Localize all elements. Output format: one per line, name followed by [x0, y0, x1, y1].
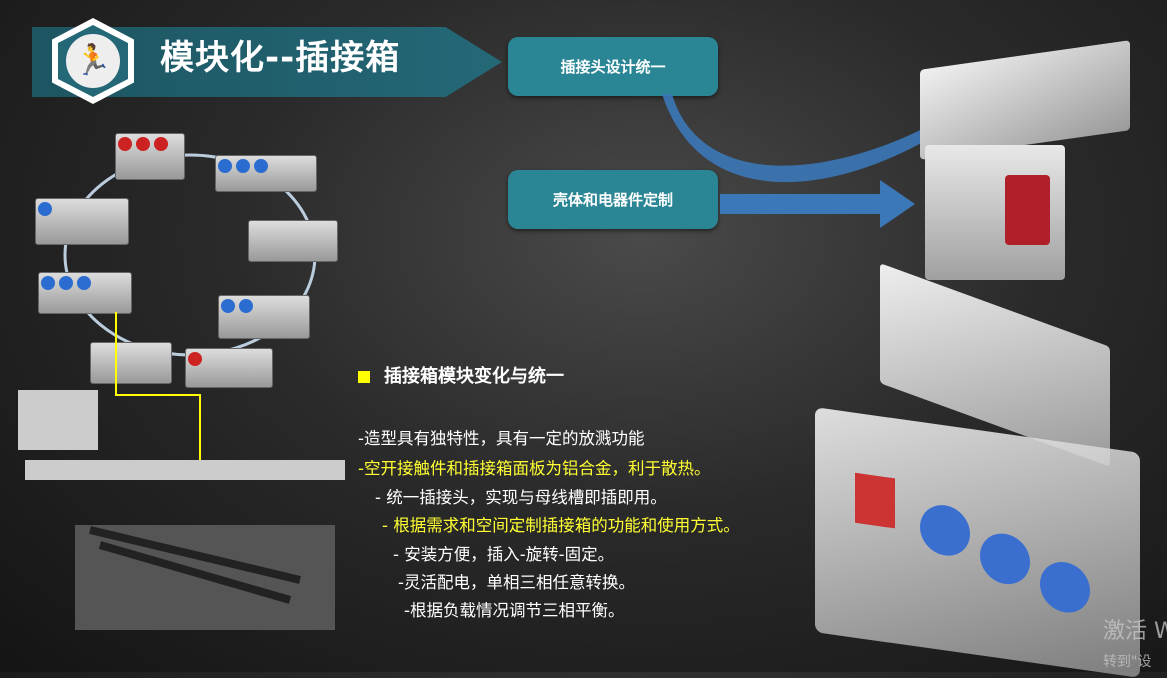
module — [218, 295, 310, 339]
page-title: 模块化--插接箱 — [160, 38, 401, 78]
arrows — [662, 94, 970, 228]
open-box-render — [815, 407, 1140, 678]
plug-box-render — [925, 145, 1065, 280]
straight-arrow — [720, 180, 915, 228]
section-title: 插接箱模块变化与统一 — [384, 366, 564, 387]
module — [35, 198, 129, 245]
activation-watermark-sub: 转到"设 — [1103, 654, 1152, 670]
feature-line: -灵活配电，单相三相任意转换。 — [398, 573, 635, 592]
module — [248, 220, 338, 262]
bullet-square-icon — [358, 370, 370, 383]
module — [115, 133, 185, 180]
module — [215, 155, 317, 192]
feature-line: -造型具有独特性，具有一定的放溅功能 — [358, 429, 645, 448]
module — [90, 342, 172, 384]
module — [38, 272, 132, 314]
feature-line: - 安装方便，插入-旋转-固定。 — [393, 545, 615, 564]
installation-render — [18, 312, 345, 630]
module — [185, 348, 273, 388]
running-man-icon: 🏃 — [66, 34, 120, 88]
curved-arrow — [662, 94, 970, 183]
feature-line-highlight: - 根据需求和空间定制插接箱的功能和使用方式。 — [382, 516, 740, 535]
feature-line: - 统一插接头，实现与母线槽即插即用。 — [375, 488, 667, 507]
callout-connector: 插接头设计统一 — [508, 37, 718, 96]
busbar-render — [920, 40, 1130, 160]
feature-line: -根据负载情况调节三相平衡。 — [404, 601, 625, 620]
feature-line-highlight: -空开接触件和插接箱面板为铝合金，利于散热。 — [358, 459, 711, 478]
callout-housing: 壳体和电器件定制 — [508, 170, 718, 229]
activation-watermark: 激活 W — [1103, 619, 1167, 644]
section-heading: 插接箱模块变化与统一 — [358, 366, 564, 388]
